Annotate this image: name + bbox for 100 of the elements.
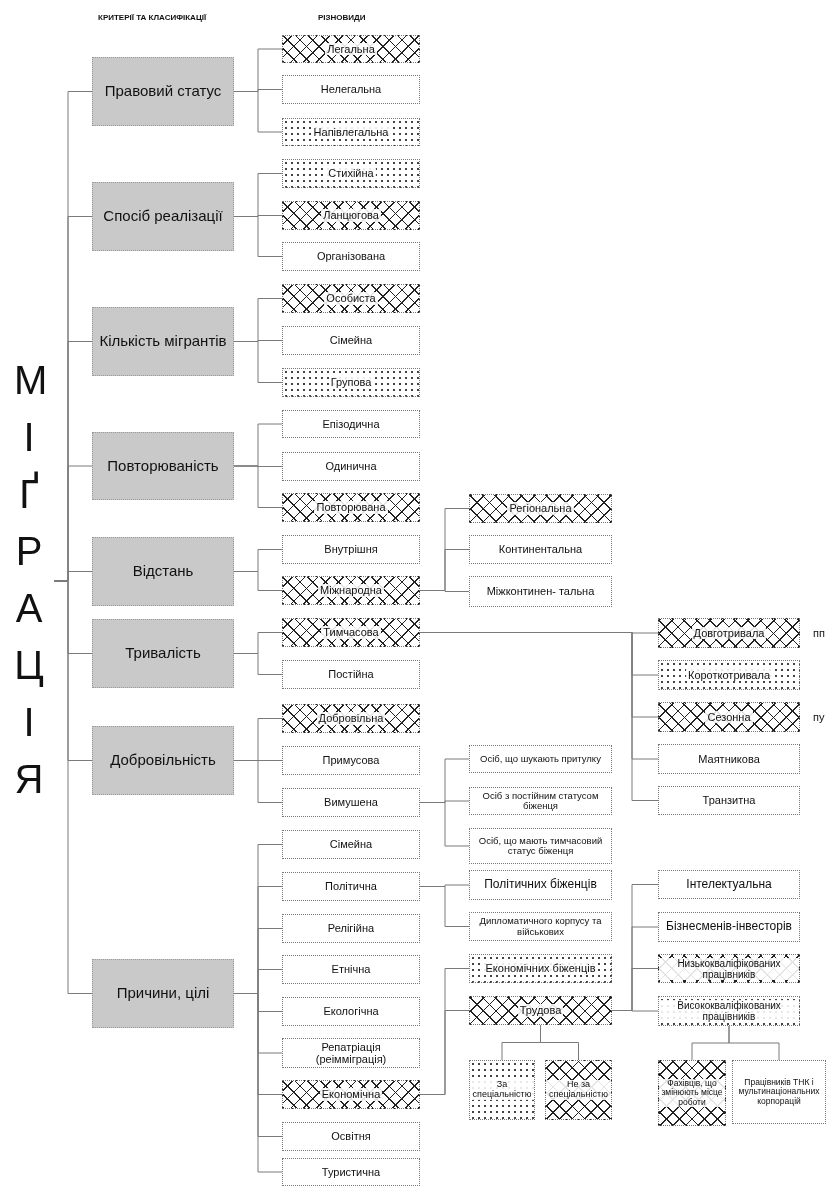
criterion-box [92,959,234,1028]
connector-line [233,653,283,675]
box-label: Освітня [330,1130,372,1143]
category-box [282,326,420,355]
box-label: Етнічна [330,963,372,976]
criterion-box [92,307,234,376]
box-label: Міжнародна [318,584,384,597]
box-label: Вимушена [323,796,379,809]
criterion-box [92,537,234,606]
category-box [469,576,612,607]
dotted-box [282,159,420,188]
box-label: Регіональна [507,502,574,515]
box-label: Правовий статус [103,83,223,100]
box-label: Трудова [517,1004,564,1017]
box-label: Причини, цілі [115,985,211,1002]
category-box [282,830,420,859]
category-box [282,535,420,564]
column-header: РІЗНОВИДИ [318,13,366,22]
connector-line [540,1024,579,1061]
category-box [282,872,420,901]
box-label: Стихійна [326,167,376,180]
box-label: Повторюваність [106,457,220,475]
hatched-box [282,1080,420,1109]
category-box [282,788,420,817]
hatched-box [282,576,420,605]
box-label: Довготривала [691,626,767,640]
column-header: КРИТЕРІЇ ТА КЛАСИФІКАЦІЇ [98,13,207,22]
dotted-box [469,954,612,983]
box-label: Особиста [324,292,378,305]
category-box [282,955,420,984]
box-label: Сімейна [328,334,374,347]
hatched-box [282,493,420,522]
criterion-box [92,619,234,688]
box-label: Низькокваліфікованих працівників [659,957,799,980]
box-label: Спосіб реалізації [102,208,224,225]
category-box [658,786,800,815]
box-label: Внутрішня [323,543,379,556]
box-label: Репатріація (реімміграція) [314,1040,388,1066]
category-box [282,1158,420,1186]
side-note: пу [813,711,825,723]
box-label: Одинична [324,460,378,473]
category-box [658,912,800,942]
category-box [282,914,420,943]
criterion-box [92,57,234,126]
box-label: Осіб, що шукають притулку [479,753,602,765]
category-box [469,535,612,564]
box-label: Осіб з постійним статусом біженця [481,790,600,812]
box-label: Примусова [321,754,381,767]
box-label: Нелегальна [319,83,383,96]
box-label: Інтелектуальна [685,877,773,892]
box-label: Релігійна [326,922,376,935]
hatched-box [469,494,612,523]
box-label: Добровільність [109,752,217,769]
category-box [658,744,800,774]
box-label: Політична [324,880,378,893]
criterion-box [92,726,234,795]
box-label: Туристична [320,1165,382,1179]
connector-line [419,886,470,927]
hatched-box [282,284,420,313]
box-label: Епізодична [321,417,381,431]
connector-line [233,993,283,1173]
box-label: Екологічна [322,1005,380,1018]
category-box [282,75,420,104]
box-label: Організована [315,250,387,263]
box-label: Повторювана [314,501,388,514]
box-label: Відстань [131,563,195,580]
box-label: Короткотривала [685,668,772,682]
category-box [469,745,612,773]
box-label: Осіб, що мають тимчасовий статус біженця [477,835,604,857]
dotted-box [282,118,420,146]
box-label: Не за спеціальністю [546,1080,611,1100]
dotted-box [469,1060,535,1120]
category-box [282,242,420,271]
box-label: Континентальна [497,543,584,556]
box-label: Сімейна [328,838,374,851]
side-note: пп [813,627,825,639]
hatched-box [658,1060,726,1126]
category-box [469,870,612,900]
hatched-box [282,35,420,63]
hatched-box [282,704,420,733]
category-box [658,870,800,899]
box-label: Напівлегальна [311,125,391,139]
box-label: Добровільна [316,712,386,725]
dotted-box [658,660,800,690]
category-box [282,1038,420,1068]
category-box [469,787,612,815]
category-box [732,1060,826,1124]
box-label: Політичних біженців [483,878,598,892]
box-label: Міжконтинен- тальна [485,585,596,598]
box-label: Кількість мігрантів [98,333,228,350]
box-label: За спеціальністю [470,1080,534,1100]
box-label: Тимчасова [321,626,381,639]
hatched-box [282,618,420,647]
category-box [282,746,420,775]
box-label: Тривалість [124,645,202,662]
box-label: Працівників ТНК і мультинаціональних корпорацій [737,1078,821,1106]
category-box [282,1122,420,1151]
connector-line [233,571,283,591]
criterion-box [92,182,234,251]
category-box [469,912,612,941]
